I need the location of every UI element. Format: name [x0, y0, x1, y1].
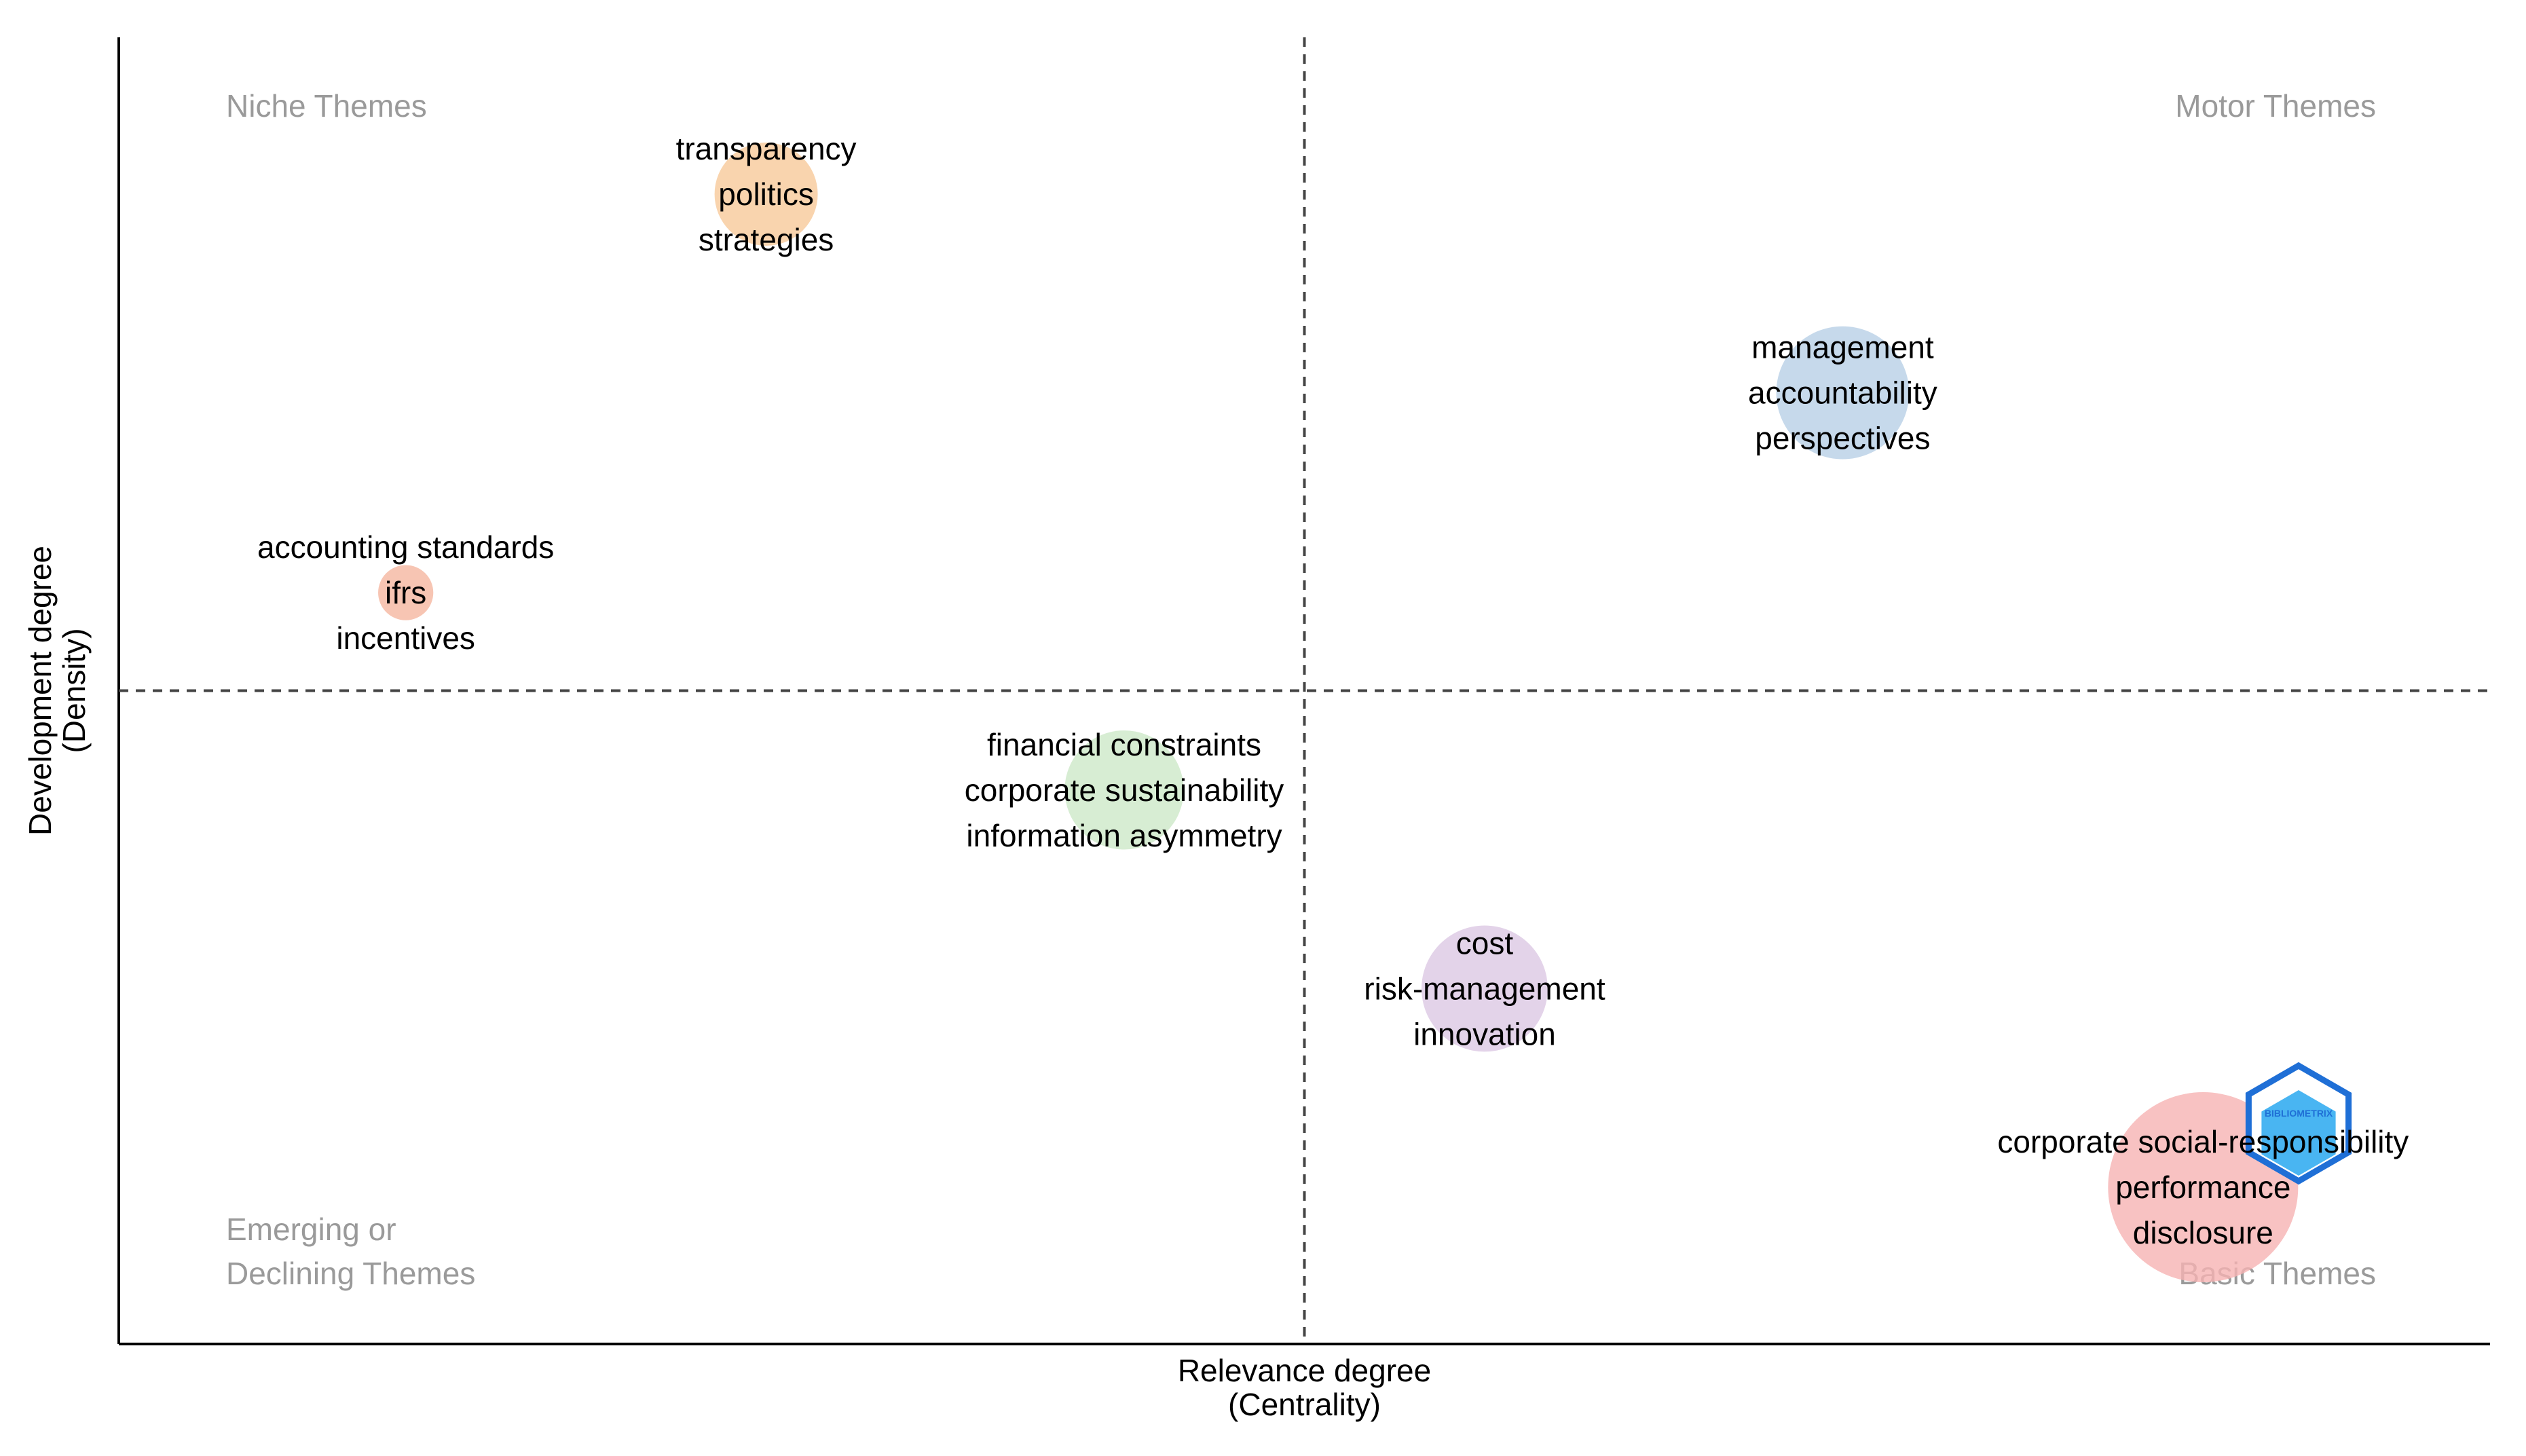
cluster-2-term: perspectives [1755, 421, 1930, 456]
cluster-bubble-3 [378, 565, 434, 620]
quadrant-label-emerging-declining-themes: Emerging or [226, 1212, 396, 1247]
cluster-6-term: performance [2115, 1170, 2290, 1205]
quadrant-label-motor-themes: Motor Themes [2175, 88, 2376, 124]
cluster-bubble-5 [1422, 925, 1548, 1052]
cluster-3-term: accounting standards [257, 529, 554, 565]
x-axis-title: Relevance degree [1178, 1353, 1431, 1388]
y-axis-title: Development degree [22, 546, 58, 836]
cluster-3-term: ifrs [385, 575, 426, 610]
cluster-4-term: financial constraints [987, 727, 1261, 762]
cluster-5-term: risk-management [1364, 971, 1605, 1006]
cluster-2-term: management [1751, 330, 1934, 365]
quadrant-label-niche-themes: Niche Themes [226, 88, 427, 124]
cluster-5-term: cost [1456, 925, 1514, 960]
cluster-3-term: incentives [336, 620, 475, 656]
x-axis-title: (Centrality) [1228, 1387, 1381, 1422]
cluster-6-term: disclosure [2133, 1215, 2273, 1250]
cluster-2-term: accountability [1748, 375, 1937, 411]
bibliometrix-inner-hexagon-icon [2261, 1090, 2336, 1176]
cluster-4-term: information asymmetry [966, 818, 1282, 853]
bibliometrix-logo-text: BIBLIOMETRIX [2265, 1108, 2333, 1119]
y-axis-title: (Density) [56, 628, 92, 753]
cluster-4-term: corporate sustainability [965, 772, 1284, 808]
cluster-5-term: innovation [1413, 1016, 1556, 1051]
cluster-1-term: politics [718, 176, 814, 212]
cluster-bubble-1 [714, 143, 818, 246]
cluster-6-term: corporate social-responsibility [1997, 1124, 2409, 1159]
cluster-bubble-4 [1064, 730, 1184, 850]
cluster-bubble-2 [1776, 326, 1910, 460]
cluster-1-term: transparency [676, 131, 857, 166]
cluster-1-term: strategies [699, 222, 834, 257]
quadrant-label-emerging-declining-themes: Declining Themes [226, 1256, 475, 1291]
